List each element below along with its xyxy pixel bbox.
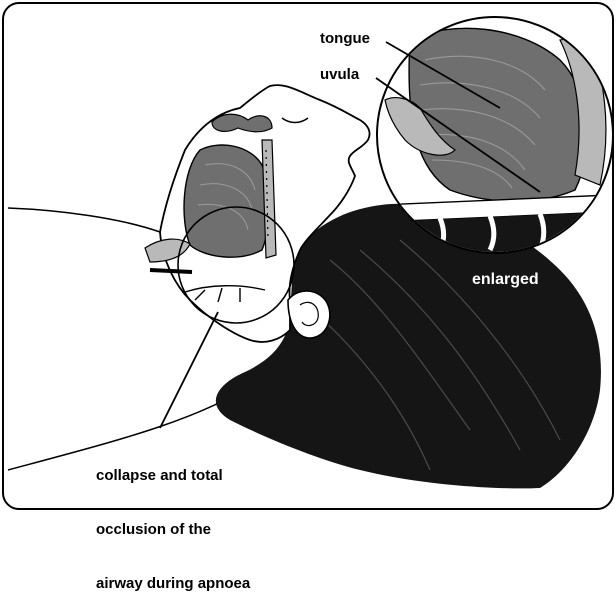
collapse-line-1: collapse and total <box>96 467 250 485</box>
collapse-line-3: airway during apnoea <box>96 575 250 593</box>
label-uvula: uvula <box>320 66 359 83</box>
label-enlarged: enlarged <box>472 271 539 288</box>
diagram-canvas <box>0 0 616 512</box>
chin-line <box>150 270 192 272</box>
tongue-section <box>184 145 269 257</box>
collapse-line-2: occlusion of the <box>96 521 250 539</box>
label-tongue: tongue <box>320 30 370 47</box>
nasal-cavity <box>212 114 272 132</box>
label-collapse: collapse and total occlusion of the airw… <box>96 431 250 611</box>
apnoea-diagram: tongue uvula enlarged collapse and total… <box>0 0 616 512</box>
